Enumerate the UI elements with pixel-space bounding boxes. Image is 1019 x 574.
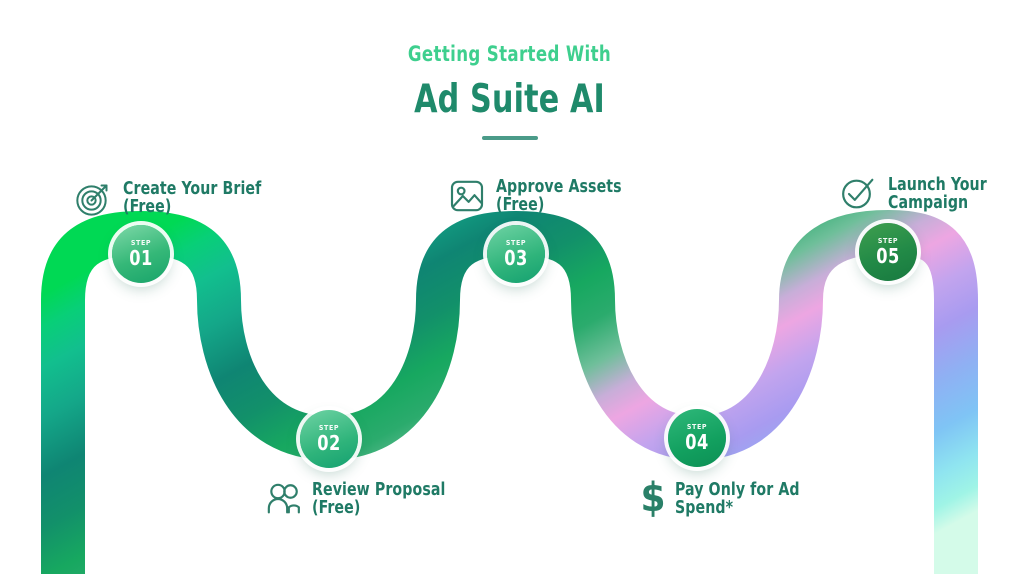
step-badge-word-02: STEP — [318, 424, 340, 432]
check-circle-icon — [842, 178, 874, 209]
step-label-text-04: Pay Only for Ad Spend* — [675, 480, 800, 518]
step-label-04[interactable]: $ Pay Only for Ad Spend* — [640, 475, 813, 521]
header-eyebrow: Getting Started With — [407, 42, 612, 66]
header: Getting Started With Ad Suite AI — [0, 44, 1019, 140]
step-label-03[interactable]: Approve Assets (Free) — [447, 176, 636, 216]
step-badge-word-05: STEP — [877, 237, 899, 245]
dollar-icon: $ — [640, 475, 666, 521]
step-label-01[interactable]: Create Your Brief (Free) — [74, 178, 277, 218]
step-label-text-02: Review Proposal (Free) — [312, 480, 446, 518]
step-badge-number-03: 03 — [504, 246, 528, 270]
people-icon — [267, 483, 300, 514]
step-label-text-03: Approve Assets (Free) — [496, 177, 622, 215]
step-badge-word-04: STEP — [686, 423, 708, 431]
step-label-text-01: Create Your Brief (Free) — [123, 179, 262, 217]
step-badge-number-05: 05 — [876, 244, 900, 268]
step-badge-number-04: 04 — [685, 430, 709, 454]
step-badge-04[interactable]: STEP 04 — [668, 409, 726, 467]
step-badge-05[interactable]: STEP 05 — [859, 223, 917, 281]
page-title: Ad Suite AI — [414, 77, 605, 122]
step-badge-word-03: STEP — [505, 239, 527, 247]
title-underline — [481, 136, 538, 140]
step-badge-03[interactable]: STEP 03 — [487, 225, 545, 283]
target-icon — [76, 184, 108, 216]
step-label-05[interactable]: Launch Your Campaign — [839, 174, 998, 214]
step-badge-word-01: STEP — [130, 239, 152, 247]
image-icon — [450, 180, 484, 212]
step-label-02[interactable]: Review Proposal (Free) — [263, 479, 460, 519]
step-badge-number-01: 01 — [129, 246, 153, 270]
step-label-text-05: Launch Your Campaign — [888, 175, 987, 213]
step-badge-01[interactable]: STEP 01 — [112, 225, 170, 283]
step-badge-number-02: 02 — [317, 431, 341, 455]
step-badge-02[interactable]: STEP 02 — [300, 410, 358, 468]
